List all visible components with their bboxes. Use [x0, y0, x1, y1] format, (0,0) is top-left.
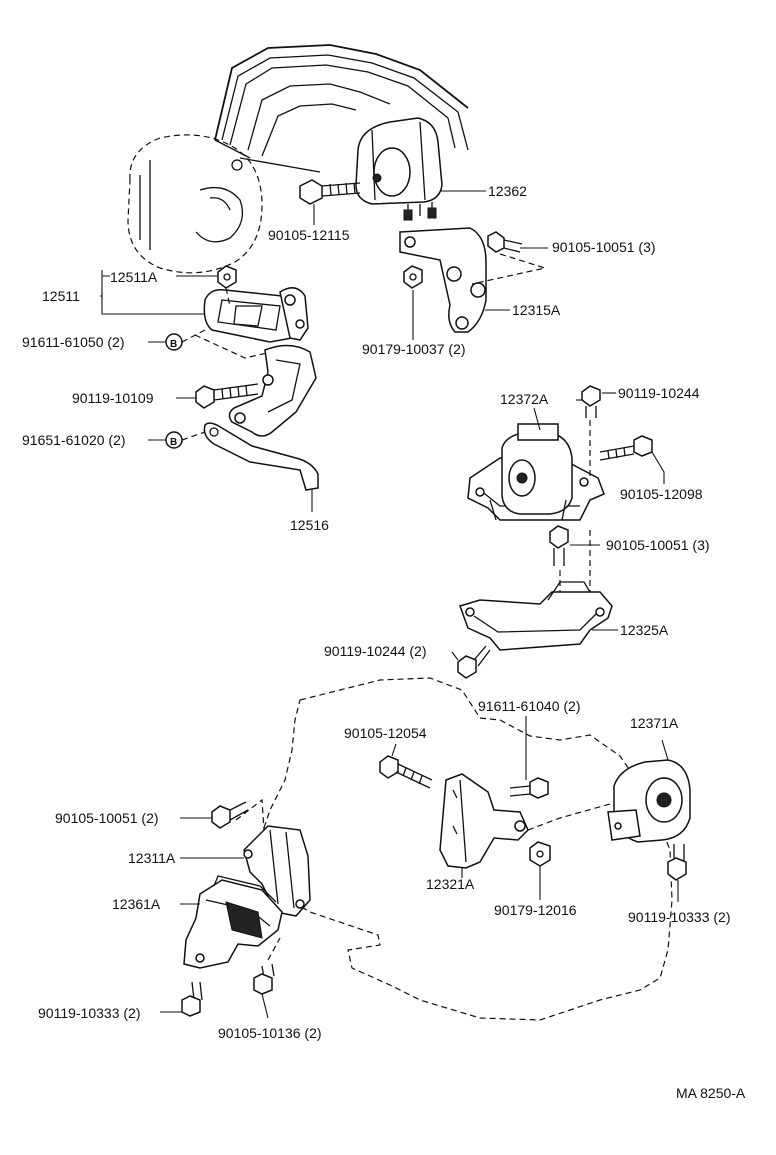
bolt-90105-12115: [299, 179, 361, 225]
label-12311A: 12311A: [128, 850, 176, 866]
label-91651-61020: 91651-61020 (2): [22, 432, 126, 448]
bolt-90119-10333-left: [181, 981, 203, 1017]
label-12371A: 12371A: [630, 715, 679, 731]
bolt-90105-10051-pair: [211, 801, 249, 829]
label-12315A: 12315A: [512, 302, 561, 318]
engine-mount-12371A: [607, 739, 691, 843]
engine-outline: [214, 44, 469, 173]
transaxle-outline: [259, 677, 673, 1021]
label-90119-10244: 90119-10244: [618, 385, 700, 401]
bolt-90105-10051-middle: [549, 525, 600, 600]
bracket-12325A: [459, 581, 618, 651]
callout-b-upper: B: [165, 329, 206, 351]
svg-text:B: B: [170, 339, 177, 350]
label-90179-12016: 90179-12016: [494, 902, 577, 918]
label-90105-10051-middle: 90105-10051 (3): [606, 537, 710, 553]
label-90105-12054: 90105-12054: [344, 725, 427, 741]
label-90105-10051-top: 90105-10051 (3): [552, 239, 656, 255]
bracket-12321A: [439, 773, 611, 878]
bolt-91611-61040: [509, 716, 549, 799]
svg-text:B: B: [170, 437, 177, 448]
label-12321A: 12321A: [426, 876, 475, 892]
bracket-12511-assembly: [194, 265, 309, 359]
label-90105-12098: 90105-12098: [620, 486, 703, 502]
label-90105-12115: 90105-12115: [268, 227, 350, 243]
label-90105-10136: 90105-10136 (2): [218, 1025, 322, 1041]
bolt-90119-10109: [195, 383, 259, 409]
bolt-90119-10333-right: [667, 844, 687, 902]
bolt-90105-10136: [253, 937, 281, 1019]
bracket-12315A: [399, 227, 510, 333]
engine-mount-12361A: [183, 875, 283, 969]
label-90119-10333-left: 90119-10333 (2): [38, 1005, 140, 1021]
label-12372A: 12372A: [500, 391, 549, 407]
bolt-90105-12098: [599, 435, 665, 484]
bolt-90105-10051-top: [471, 231, 548, 285]
label-90119-10333-right: 90119-10333 (2): [628, 909, 730, 925]
label-91611-61040: 91611-61040 (2): [478, 698, 580, 714]
callout-b-lower: B: [165, 431, 206, 449]
engine-mount-12362: [355, 117, 443, 221]
label-90179-10037: 90179-10037 (2): [362, 341, 466, 357]
label-91611-61050: 91611-61050 (2): [22, 334, 124, 350]
bolt-90119-10244-pair: [451, 645, 491, 679]
label-12511A: 12511A: [110, 269, 158, 285]
label-90119-10109: 90119-10109: [72, 390, 154, 406]
bracket-12311A: [235, 798, 311, 917]
label-90119-10244-pair: 90119-10244 (2): [324, 643, 426, 659]
label-12362: 12362: [488, 183, 527, 199]
leader-lines: [100, 190, 582, 1013]
nut-90179-10037: [403, 265, 423, 340]
part-labels: 12362 90105-12115 90105-10051 (3) 12511A…: [22, 183, 746, 1101]
label-12361A: 12361A: [112, 896, 161, 912]
label-12511: 12511: [42, 288, 80, 304]
alternator-outline: [127, 134, 263, 274]
label-12325A: 12325A: [620, 622, 669, 638]
label-12516: 12516: [290, 517, 329, 533]
figure-code: MA 8250-A: [676, 1085, 746, 1101]
label-90105-10051-pair: 90105-10051 (2): [55, 810, 159, 826]
bolt-90105-12054: [379, 743, 433, 789]
engine-mount-12372A: [467, 423, 605, 521]
nut-90179-12016: [529, 841, 551, 900]
bracket-12516: [203, 344, 319, 512]
